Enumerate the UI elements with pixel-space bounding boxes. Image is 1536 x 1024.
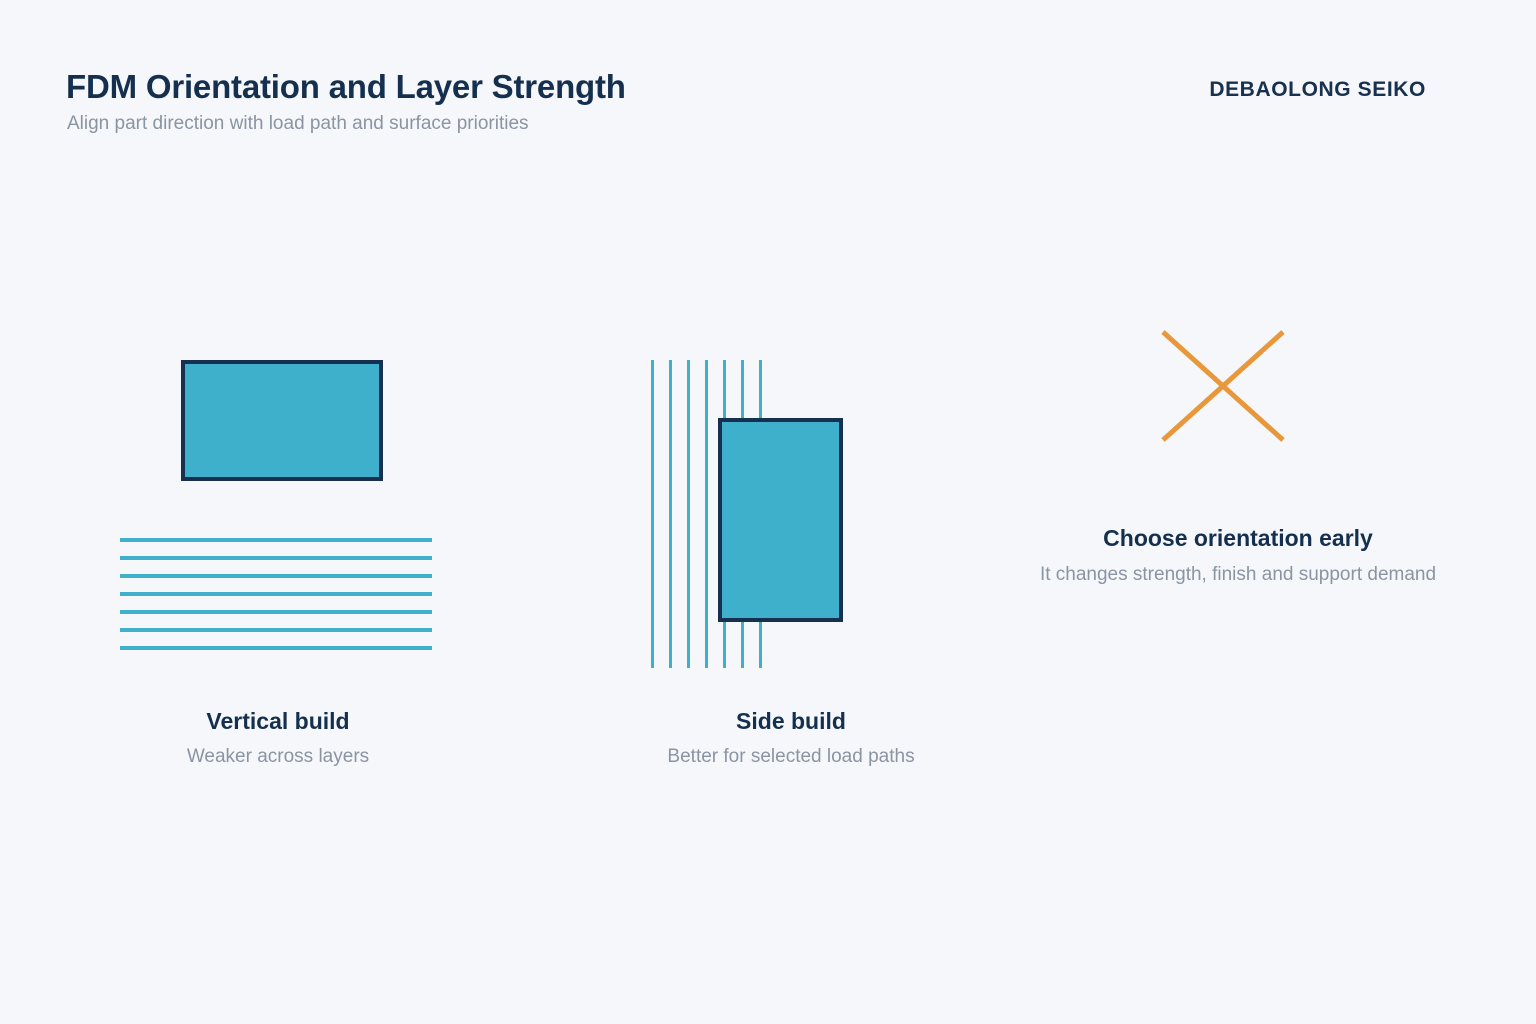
callout-title: Choose orientation early — [1103, 525, 1373, 551]
side-build-figure — [0, 0, 1000, 700]
part-block-vertical — [718, 418, 843, 622]
vertical-build-subtitle: Weaker across layers — [186, 746, 370, 767]
layer-line — [120, 628, 432, 632]
layer-line — [120, 538, 432, 542]
callout-subtitle: It changes strength, finish and support … — [1039, 564, 1437, 585]
brand-label: DEBAOLONG SEIKO — [1209, 78, 1426, 101]
page-title: FDM Orientation and Layer Strength — [66, 68, 626, 105]
layer-line — [687, 360, 690, 668]
layer-line — [705, 360, 708, 668]
x-mark-icon — [1161, 330, 1285, 442]
page-subtitle: Align part direction with load path and … — [67, 113, 529, 134]
layer-line — [120, 646, 432, 650]
vertical-build-caption: Vertical build Weaker across layers — [0, 708, 578, 768]
vertical-build-figure — [0, 0, 560, 700]
side-build-caption: Side build Better for selected load path… — [491, 708, 1091, 768]
side-build-subtitle: Better for selected load paths — [667, 746, 915, 767]
layer-line — [120, 574, 432, 578]
part-block-horizontal — [181, 360, 383, 481]
layer-line — [120, 610, 432, 614]
callout-text-block: Choose orientation early It changes stre… — [982, 525, 1494, 586]
layer-line — [651, 360, 654, 668]
layer-line — [120, 556, 432, 560]
layer-line — [120, 592, 432, 596]
layer-line — [669, 360, 672, 668]
vertical-build-title: Vertical build — [206, 708, 350, 734]
side-build-title: Side build — [736, 708, 846, 734]
